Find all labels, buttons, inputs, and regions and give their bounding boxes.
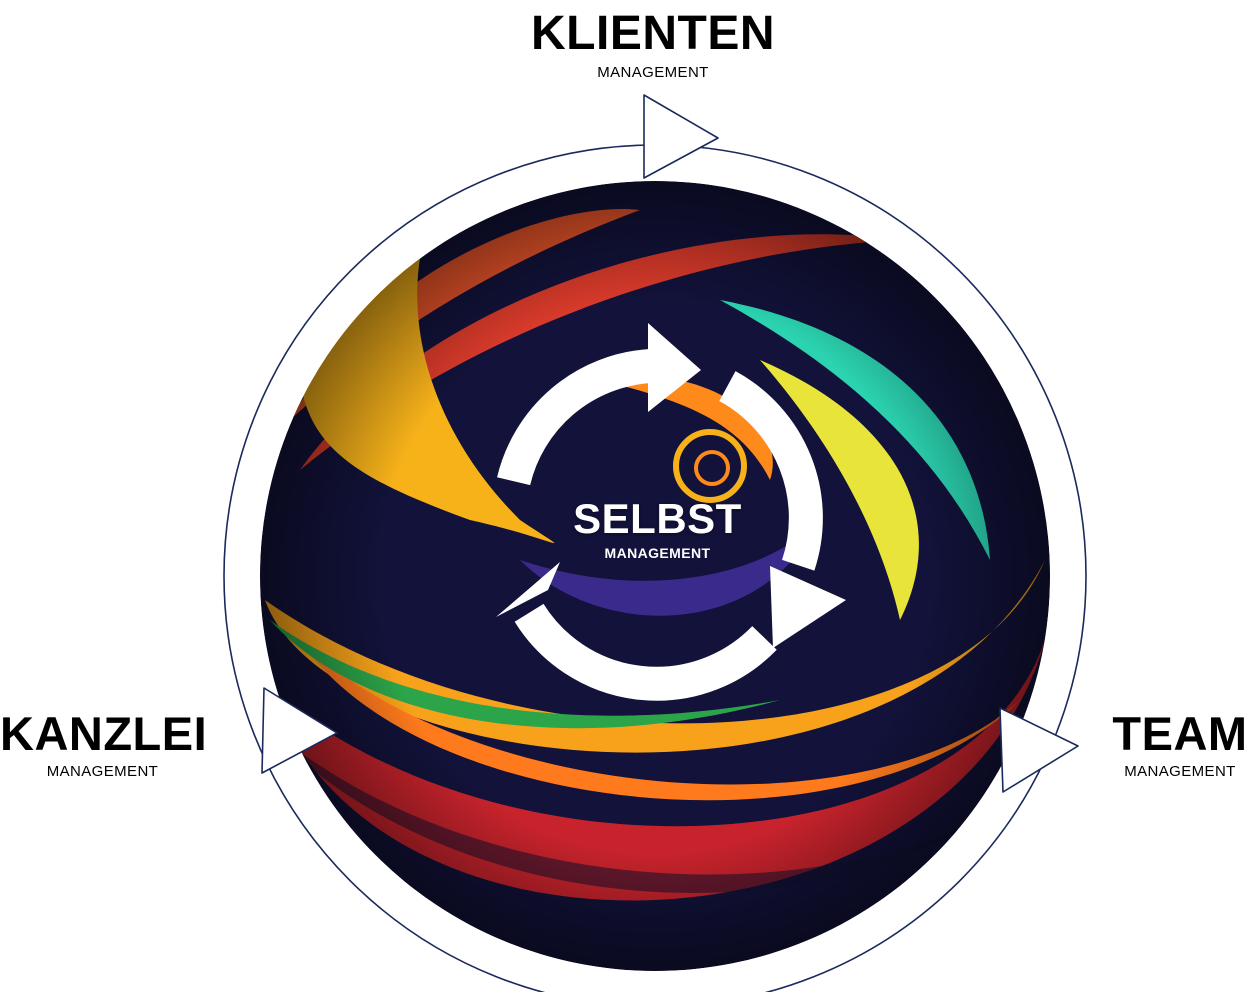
node-subtitle: MANAGEMENT <box>46 763 159 780</box>
node-title: KANZLEI <box>0 707 208 760</box>
cycle-arrows-icon <box>496 323 846 701</box>
triangle-arrow-icon <box>261 687 338 774</box>
node-subtitle: MANAGEMENT <box>597 64 709 81</box>
triangle-arrow-icon <box>999 707 1079 793</box>
node-title: SELBST <box>573 495 742 542</box>
klienten-management-label: KLIENTEN MANAGEMENT <box>503 7 803 82</box>
team-management-label: TEAM MANAGEMENT <box>1108 710 1252 780</box>
node-title: KLIENTEN <box>531 7 775 60</box>
node-subtitle: MANAGEMENT <box>1124 763 1236 780</box>
swirl-sphere-image <box>260 181 1050 971</box>
triangle-arrow-icon <box>643 94 719 179</box>
node-subtitle: MANAGEMENT <box>604 545 711 561</box>
kanzlei-management-label: KANZLEI MANAGEMENT <box>0 707 208 780</box>
selbst-management-label: SELBST MANAGEMENT <box>535 495 780 562</box>
node-title: TEAM <box>1112 707 1248 760</box>
